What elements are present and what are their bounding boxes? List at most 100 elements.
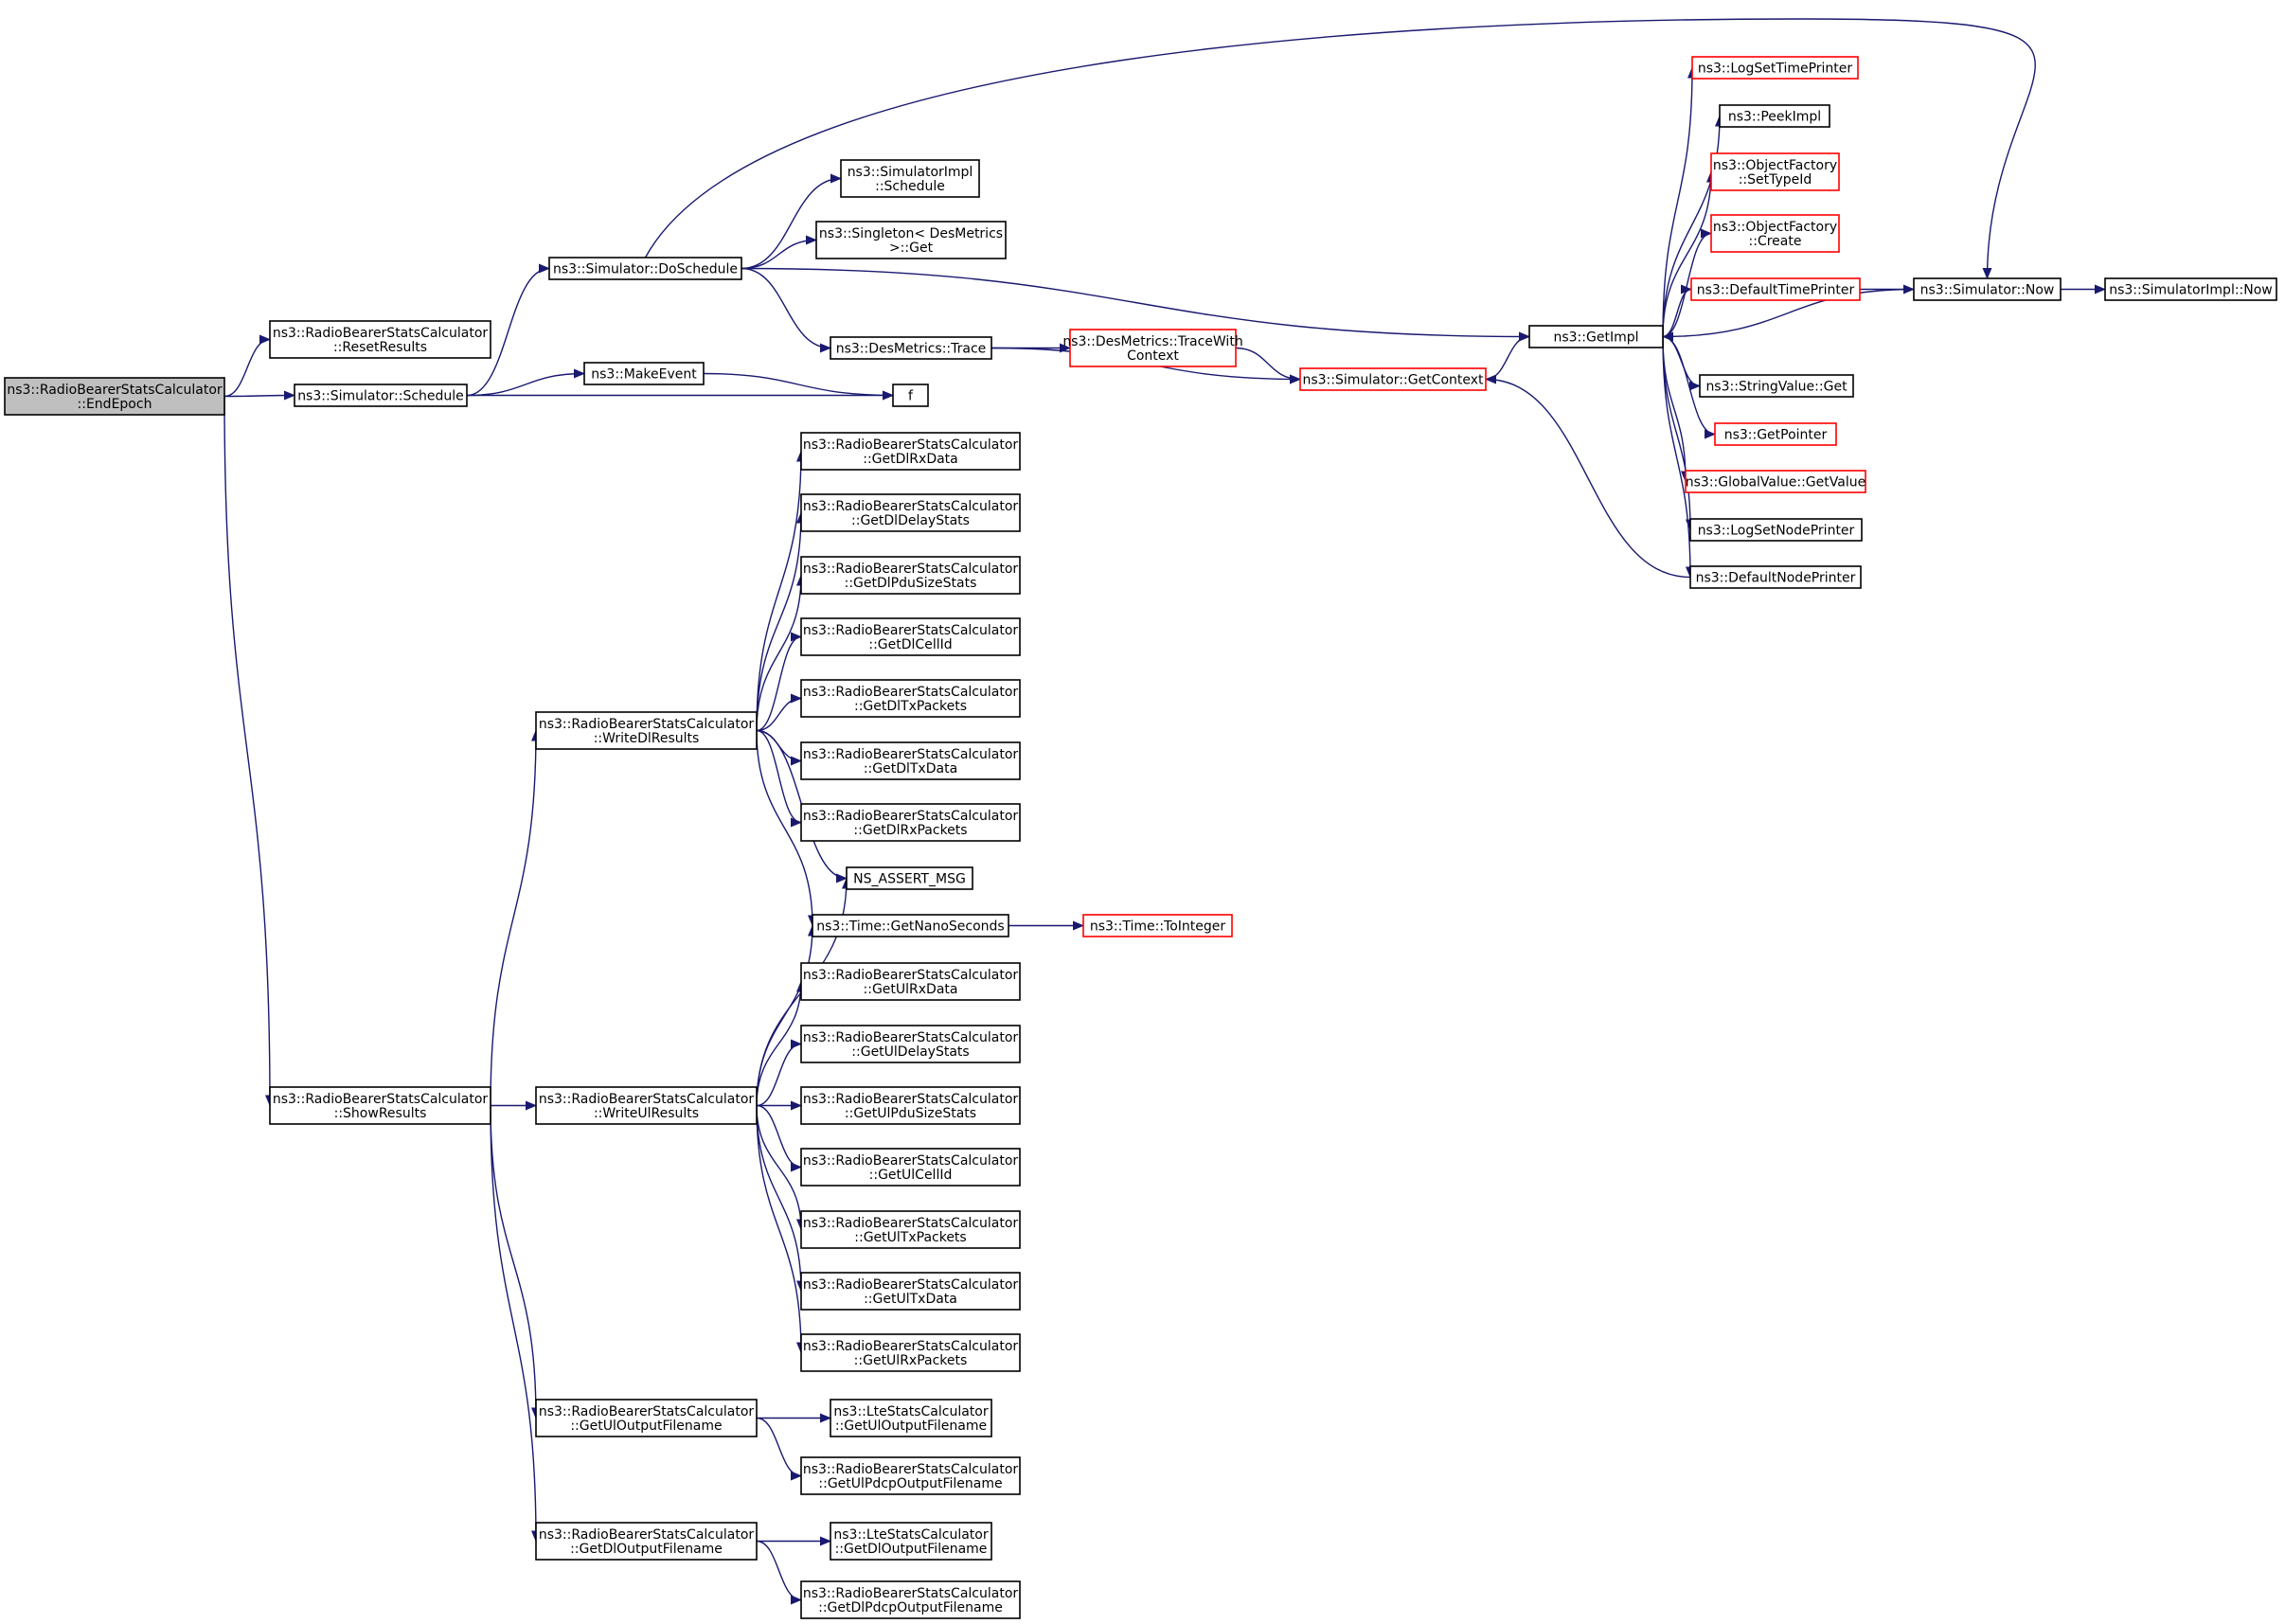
node-label: ns3::GlobalValue::GetValue (1686, 475, 1865, 491)
node-label: ns3::Simulator::GetContext (1302, 373, 1484, 388)
edge-end-epoch-to-show-results (223, 396, 275, 1107)
node-get-dl-tx-packets[interactable]: ns3::RadioBearerStatsCalculator::GetDlTx… (800, 679, 1021, 718)
node-log-set-time-printer[interactable]: ns3::LogSetTimePrinter (1691, 56, 1859, 80)
node-sim-impl-now[interactable]: ns3::SimulatorImpl::Now (2104, 277, 2277, 301)
node-label: ns3::StringValue::Get (1705, 380, 1848, 395)
edge-write-ul-to-get-ul-delay-stats (756, 1039, 802, 1107)
node-write-ul[interactable]: ns3::RadioBearerStatsCalculator::WriteUl… (535, 1086, 758, 1125)
node-global-get-value[interactable]: ns3::GlobalValue::GetValue (1685, 470, 1866, 493)
node-get-dl-delay-stats[interactable]: ns3::RadioBearerStatsCalculator::GetDlDe… (800, 493, 1021, 532)
node-make-event[interactable]: ns3::MakeEvent (583, 362, 705, 385)
node-peek-impl[interactable]: ns3::PeekImpl (1719, 104, 1830, 128)
node-get-ul-output-filename[interactable]: ns3::RadioBearerStatsCalculator::GetUlOu… (535, 1399, 758, 1437)
node-get-ul-tx-data[interactable]: ns3::RadioBearerStatsCalculator::GetUlTx… (800, 1272, 1021, 1311)
node-label: ns3::RadioBearerStatsCalculator (803, 499, 1019, 514)
node-box (2104, 277, 2277, 301)
edge-write-dl-to-get-dl-pdu-size-stats (756, 574, 806, 731)
node-log-set-node-printer[interactable]: ns3::LogSetNodePrinter (1689, 518, 1863, 542)
node-box (800, 1456, 1021, 1495)
edge-trace-with-context-to-get-context (1235, 347, 1301, 384)
node-get-nano-seconds[interactable]: ns3::Time::GetNanoSeconds (812, 914, 1009, 937)
node-get-dl-rx-data[interactable]: ns3::RadioBearerStatsCalculator::GetDlRx… (800, 432, 1021, 471)
node-box (815, 221, 1007, 259)
node-default-node-printer[interactable]: ns3::DefaultNodePrinter (1689, 565, 1862, 589)
edge-write-dl-to-get-dl-delay-stats (756, 511, 806, 731)
node-get-dl-output-filename[interactable]: ns3::RadioBearerStatsCalculator::GetDlOu… (535, 1522, 758, 1561)
node-box (535, 1522, 758, 1561)
node-label: ns3::GetImpl (1553, 330, 1638, 346)
node-label: ::ShowResults (334, 1106, 427, 1121)
node-get-dl-rx-packets[interactable]: ns3::RadioBearerStatsCalculator::GetDlRx… (800, 803, 1021, 842)
node-box (583, 362, 705, 385)
node-ns-assert-msg[interactable]: NS_ASSERT_MSG (846, 866, 973, 890)
node-label: ns3::Simulator::Schedule (297, 389, 464, 404)
node-label: ::GetUlRxPackets (854, 1353, 968, 1368)
node-sim-schedule[interactable]: ns3::Simulator::Schedule (294, 384, 468, 407)
node-do-schedule[interactable]: ns3::Simulator::DoSchedule (548, 257, 742, 280)
node-label: ns3::RadioBearerStatsCalculator (803, 685, 1019, 700)
node-box (812, 914, 1009, 937)
node-f[interactable]: f (892, 384, 929, 407)
node-get-ul-pdcp-output-filename[interactable]: ns3::RadioBearerStatsCalculator::GetUlPd… (800, 1456, 1021, 1495)
node-label: ::GetDlRxPackets (853, 823, 967, 838)
node-get-dl-tx-data[interactable]: ns3::RadioBearerStatsCalculator::GetDlTx… (800, 741, 1021, 780)
node-get-pointer[interactable]: ns3::GetPointer (1714, 422, 1837, 446)
edge-layer (223, 18, 2106, 1605)
node-box (269, 1086, 491, 1125)
node-string-value-get[interactable]: ns3::StringValue::Get (1699, 374, 1854, 398)
node-get-ul-pdu-size-stats[interactable]: ns3::RadioBearerStatsCalculator::GetUlPd… (800, 1086, 1021, 1125)
node-label: ns3::RadioBearerStatsCalculator (803, 1462, 1019, 1477)
node-des-trace[interactable]: ns3::DesMetrics::Trace (830, 336, 992, 360)
node-label: ns3::RadioBearerStatsCalculator (273, 326, 489, 341)
node-end-epoch[interactable]: ns3::RadioBearerStatsCalculator::EndEpoc… (4, 377, 225, 416)
edge-do-schedule-to-singleton-get (741, 235, 817, 270)
node-to-integer[interactable]: ns3::Time::ToInteger (1082, 914, 1233, 937)
node-lte-get-ul-output-filename[interactable]: ns3::LteStatsCalculator::GetUlOutputFile… (830, 1399, 992, 1437)
edge-write-dl-to-get-dl-tx-packets (756, 693, 802, 732)
node-label: ::GetDlOutputFilename (835, 1542, 988, 1557)
node-lte-get-dl-output-filename[interactable]: ns3::LteStatsCalculator::GetDlOutputFile… (830, 1522, 992, 1561)
node-box (294, 384, 468, 407)
node-box (800, 679, 1021, 718)
node-default-time-printer[interactable]: ns3::DefaultTimePrinter (1690, 277, 1861, 301)
node-label: ::GetUlOutputFilename (570, 1419, 722, 1434)
node-label: ns3::RadioBearerStatsCalculator (803, 1030, 1019, 1045)
edge-show-results-to-write-dl (490, 729, 541, 1106)
node-label: ns3::PeekImpl (1728, 110, 1821, 125)
node-label: ns3::RadioBearerStatsCalculator (803, 1277, 1019, 1293)
node-box (1690, 277, 1861, 301)
node-label: ns3::RadioBearerStatsCalculator (803, 809, 1019, 824)
node-of-create[interactable]: ns3::ObjectFactory::Create (1710, 214, 1840, 253)
node-reset-results[interactable]: ns3::RadioBearerStatsCalculator::ResetRe… (269, 320, 491, 359)
node-get-ul-rx-data[interactable]: ns3::RadioBearerStatsCalculator::GetUlRx… (800, 962, 1021, 1001)
edge-get-impl-to-global-get-value (1662, 336, 1690, 483)
node-get-ul-tx-packets[interactable]: ns3::RadioBearerStatsCalculator::GetUlTx… (800, 1210, 1021, 1249)
node-label: >::Get (889, 241, 934, 256)
node-show-results[interactable]: ns3::RadioBearerStatsCalculator::ShowRes… (269, 1086, 491, 1125)
edge-make-event-to-f (703, 372, 894, 401)
node-label: ns3::LteStatsCalculator (833, 1527, 988, 1543)
node-get-impl[interactable]: ns3::GetImpl (1528, 325, 1664, 348)
edge-do-schedule-to-sim-impl-schedule (741, 173, 842, 270)
node-get-dl-cell-id[interactable]: ns3::RadioBearerStatsCalculator::GetDlCe… (800, 617, 1021, 656)
node-get-ul-delay-stats[interactable]: ns3::RadioBearerStatsCalculator::GetUlDe… (800, 1025, 1021, 1063)
node-box (1710, 152, 1840, 191)
node-sim-now[interactable]: ns3::Simulator::Now (1913, 277, 2062, 301)
node-label: ns3::RadioBearerStatsCalculator (803, 968, 1019, 983)
node-sim-impl-schedule[interactable]: ns3::SimulatorImpl::Schedule (840, 159, 980, 198)
node-label: ns3::RadioBearerStatsCalculator (539, 1404, 755, 1419)
edge-sim-schedule-to-do-schedule (466, 263, 550, 397)
node-get-ul-cell-id[interactable]: ns3::RadioBearerStatsCalculator::GetUlCe… (800, 1148, 1021, 1187)
node-singleton-get[interactable]: ns3::Singleton< DesMetrics>::Get (815, 221, 1007, 259)
node-set-type-id[interactable]: ns3::ObjectFactory::SetTypeId (1710, 152, 1840, 191)
node-box (1069, 329, 1237, 367)
node-get-dl-pdcp-output-filename[interactable]: ns3::RadioBearerStatsCalculator::GetDlPd… (800, 1580, 1021, 1619)
node-label: ns3::Simulator::Now (1920, 283, 2055, 298)
node-get-context[interactable]: ns3::Simulator::GetContext (1299, 367, 1487, 391)
node-label: ::GetUlPdcpOutputFilename (818, 1476, 1002, 1491)
node-label: ::SetTypeId (1739, 172, 1812, 187)
node-get-dl-pdu-size-stats[interactable]: ns3::RadioBearerStatsCalculator::GetDlPd… (800, 556, 1021, 595)
node-get-ul-rx-packets[interactable]: ns3::RadioBearerStatsCalculator::GetUlRx… (800, 1333, 1021, 1372)
node-write-dl[interactable]: ns3::RadioBearerStatsCalculator::WriteDl… (535, 711, 758, 750)
